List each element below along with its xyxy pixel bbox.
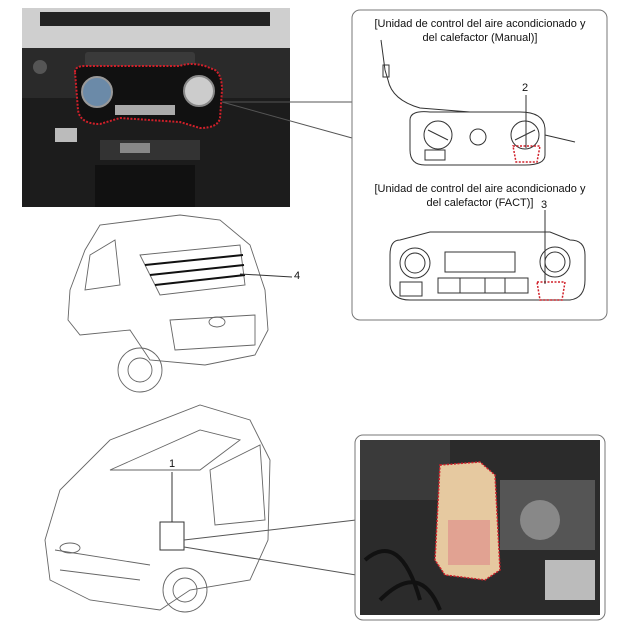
fact-control-unit-drawing bbox=[389, 210, 586, 301]
junction-box-photo bbox=[360, 440, 600, 615]
callout-3: 3 bbox=[541, 199, 548, 211]
callout-2: 2 bbox=[522, 82, 529, 94]
callout-line bbox=[183, 546, 357, 576]
front-car-drawing bbox=[44, 404, 271, 613]
callout-line-4 bbox=[239, 273, 293, 278]
fact-panel-title: [Unidad de control del aire acondicionad… bbox=[356, 182, 604, 210]
callout-line bbox=[183, 519, 357, 541]
callout-line bbox=[221, 101, 353, 139]
highlight-outline bbox=[73, 63, 224, 130]
dashboard-photo bbox=[22, 8, 290, 207]
fact-title-line2: del calefactor (FACT)] bbox=[426, 197, 534, 209]
manual-control-unit-drawing bbox=[380, 39, 576, 166]
manual-panel-title: [Unidad de control del aire acondicionad… bbox=[356, 17, 604, 45]
manual-title-line1: [Unidad de control del aire acondicionad… bbox=[374, 18, 586, 30]
rear-car-drawing bbox=[67, 214, 269, 393]
callout-1: 1 bbox=[169, 458, 176, 470]
fact-title-line1: [Unidad de control del aire acondicionad… bbox=[374, 183, 586, 195]
callout-4: 4 bbox=[294, 270, 301, 282]
manual-title-line2: del calefactor (Manual)] bbox=[422, 32, 538, 44]
module-highlight-box bbox=[159, 521, 185, 551]
